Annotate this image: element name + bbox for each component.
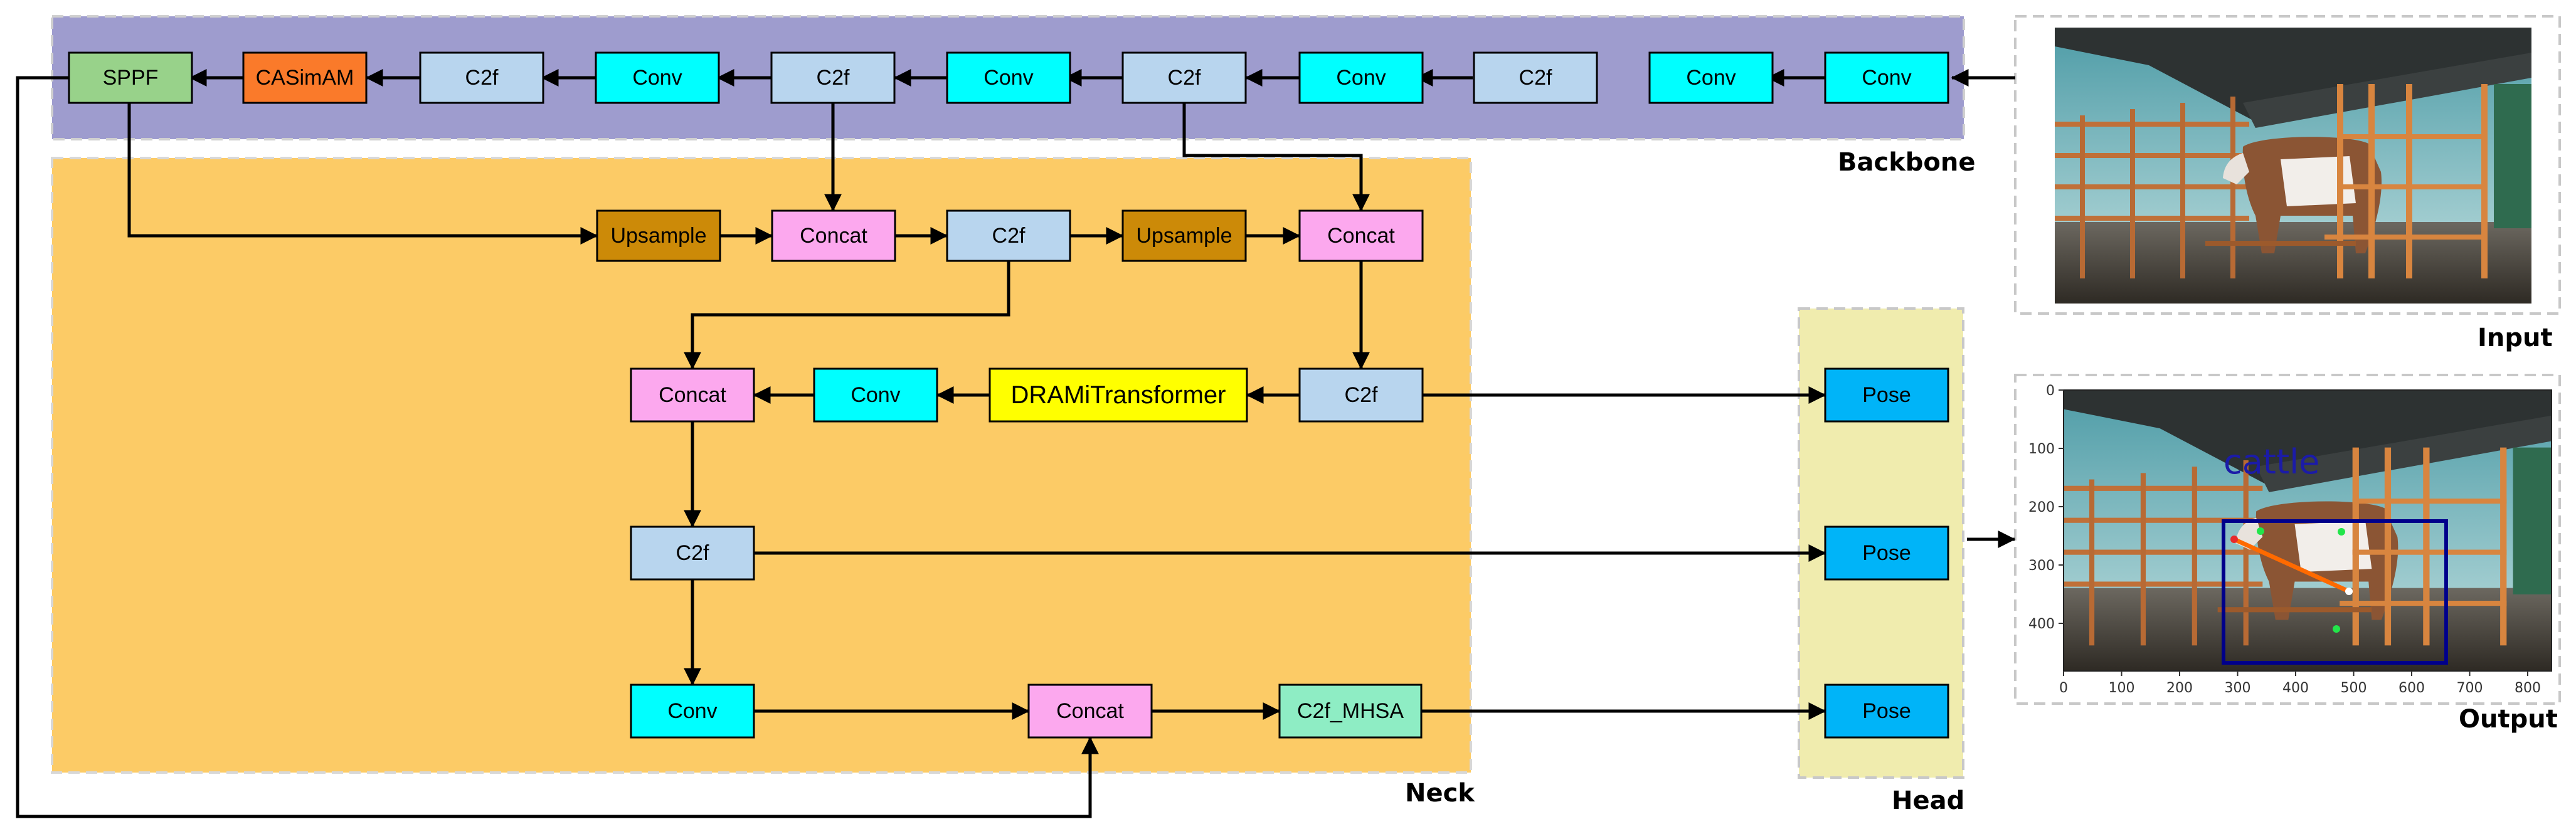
output-plot-frame (2063, 389, 2552, 672)
x-tick-label: 400 (2282, 680, 2309, 696)
sppf-label: SPPF (103, 66, 159, 90)
backbone-conv-b-label: Conv (983, 66, 1033, 90)
y-tick-label: 100 (2028, 441, 2055, 457)
sppf-node[interactable]: SPPF (68, 51, 193, 104)
backbone-title: Backbone (1838, 148, 1976, 177)
backbone-conv-c-label: Conv (1336, 66, 1386, 90)
c2f-mhsa-node[interactable]: C2f_MHSA (1278, 684, 1423, 739)
x-tick-label: 700 (2457, 680, 2483, 696)
y-tick-label: 300 (2028, 558, 2055, 574)
backbone-c2f-b-label: C2f (817, 66, 850, 90)
pose-1-node[interactable]: Pose (1824, 367, 1949, 423)
y-tick-label: 200 (2028, 500, 2055, 515)
edge-c2f-1-to-concat-3 (684, 261, 1010, 370)
x-tick-label: 0 (2059, 680, 2068, 696)
neck-conv-2-label: Conv (667, 699, 717, 723)
input-title: Input (2478, 324, 2553, 352)
edge-sppf-to-concat-4 (16, 76, 1099, 818)
neck-upsample-1-label: Upsample (610, 224, 706, 248)
neck-concat-1-node[interactable]: Concat (771, 209, 896, 262)
neck-concat-4-node[interactable]: Concat (1027, 684, 1153, 739)
neck-concat-4-label: Concat (1056, 699, 1124, 723)
neck-concat-3-label: Concat (659, 383, 726, 407)
backbone-conv-e-label: Conv (1862, 66, 1911, 90)
backbone-c2f-a-node[interactable]: C2f (419, 51, 544, 104)
neck-c2f-1-node[interactable]: C2f (946, 209, 1071, 262)
backbone-c2f-a-label: C2f (465, 66, 499, 90)
output-cattle-photo (2064, 390, 2552, 671)
input-cattle-photo (2055, 28, 2531, 304)
neck-conv-1-label: Conv (851, 383, 900, 407)
head-title: Head (1892, 786, 1964, 815)
backbone-c2f-c-node[interactable]: C2f (1121, 51, 1247, 104)
neck-conv-2-node[interactable]: Conv (630, 684, 755, 739)
pose-skeleton-line (2233, 537, 2350, 594)
neck-concat-2-label: Concat (1327, 224, 1395, 248)
x-axis: 0 100 200 300 400 500 600 700 800 (2059, 671, 2541, 696)
keypoint (2345, 588, 2353, 595)
neck-upsample-1-node[interactable]: Upsample (596, 209, 721, 262)
y-tick-label: 0 (2046, 383, 2055, 399)
casimam-node[interactable]: CASimAM (242, 51, 368, 104)
output-pose-plot: cattle 0 100 200 300 400 500 600 700 800 0 100 200… (2028, 383, 2552, 696)
backbone-c2f-b-node[interactable]: C2f (770, 51, 896, 104)
neck-c2f-3-label: C2f (676, 541, 709, 565)
x-tick-label: 800 (2515, 680, 2541, 696)
edge-c2f-c-to-concat-2 (1182, 103, 1370, 212)
output-title: Output (2459, 705, 2558, 734)
pose-3-label: Pose (1862, 699, 1911, 723)
neck-c2f-2-node[interactable]: C2f (1298, 367, 1424, 423)
keypoint (2338, 528, 2345, 536)
neck-title: Neck (1405, 779, 1475, 808)
pose-3-node[interactable]: Pose (1824, 684, 1949, 739)
neck-concat-1-label: Concat (800, 224, 867, 248)
pose-2-label: Pose (1862, 541, 1911, 565)
backbone-conv-c-node[interactable]: Conv (1298, 51, 1424, 104)
neck-c2f-2-label: C2f (1345, 383, 1378, 407)
neck-upsample-2-node[interactable]: Upsample (1121, 209, 1247, 262)
x-tick-label: 100 (2109, 680, 2135, 696)
dramitransformer-node[interactable]: DRAMiTransformer (989, 367, 1248, 423)
x-tick-label: 500 (2341, 680, 2367, 696)
backbone-c2f-c-label: C2f (1168, 66, 1201, 90)
detection-label: cattle (2224, 442, 2319, 482)
x-tick-label: 200 (2166, 680, 2193, 696)
casimam-label: CASimAM (256, 66, 354, 90)
backbone-conv-d-label: Conv (1686, 66, 1736, 90)
y-axis: 0 100 200 300 400 (2028, 383, 2064, 632)
backbone-conv-a-label: Conv (632, 66, 682, 90)
dramitransformer-label: DRAMiTransformer (1011, 381, 1226, 409)
keypoint (2257, 527, 2264, 535)
neck-concat-3-node[interactable]: Concat (630, 367, 755, 423)
c2f-mhsa-label: C2f_MHSA (1297, 699, 1404, 723)
cattle-detection-box: cattle (2222, 442, 2448, 665)
pose-2-node[interactable]: Pose (1824, 525, 1949, 581)
neck-c2f-3-node[interactable]: C2f (630, 525, 755, 581)
backbone-conv-e-node[interactable]: Conv (1824, 51, 1949, 104)
pose-1-label: Pose (1862, 383, 1911, 407)
keypoint (2333, 625, 2340, 633)
backbone-conv-b-node[interactable]: Conv (946, 51, 1071, 104)
backbone-c2f-d-label: C2f (1519, 66, 1552, 90)
keypoint (2230, 536, 2238, 543)
neck-conv-1-node[interactable]: Conv (813, 367, 938, 423)
y-tick-label: 400 (2028, 616, 2055, 632)
edge-sppf-to-upsample-1 (127, 103, 598, 245)
backbone-conv-d-node[interactable]: Conv (1648, 51, 1774, 104)
pose-keypoints (2230, 527, 2353, 633)
neck-region (51, 157, 1472, 774)
neck-upsample-2-label: Upsample (1136, 224, 1232, 248)
x-tick-label: 300 (2225, 680, 2251, 696)
neck-c2f-1-label: C2f (992, 224, 1026, 248)
backbone-c2f-d-node[interactable]: C2f (1473, 51, 1598, 104)
backbone-conv-a-node[interactable]: Conv (595, 51, 720, 104)
x-tick-label: 600 (2398, 680, 2425, 696)
neck-concat-2-node[interactable]: Concat (1298, 209, 1424, 262)
